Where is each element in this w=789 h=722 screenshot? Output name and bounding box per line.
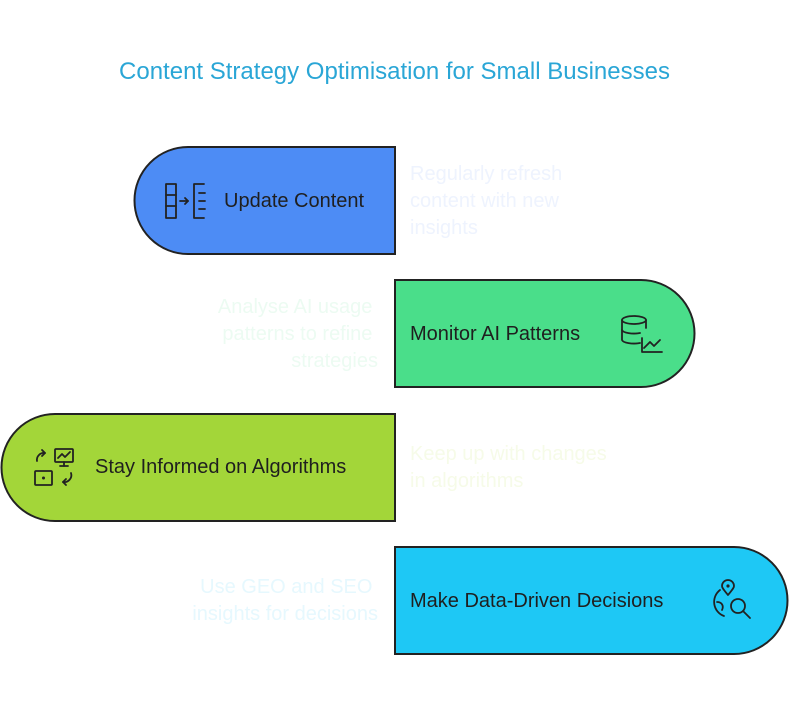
step-update-content-description: Regularly refresh content with new insig… [410, 163, 568, 239]
step-update-content-label: Update Content [224, 190, 365, 212]
step-monitor-ai-patterns-shape [394, 279, 696, 388]
step-update-content-shape [133, 146, 396, 255]
page-title: Content Strategy Optimisation for Small … [119, 58, 670, 85]
step-update-content: Update Content Regularly refresh content… [133, 146, 568, 255]
step-stay-informed-label: Stay Informed on Algorithms [95, 456, 346, 478]
map-search-icon [713, 579, 751, 619]
step-stay-informed: Stay Informed on Algorithms Keep up with… [0, 413, 612, 522]
step-stay-informed-shape [0, 413, 396, 522]
step-monitor-ai-patterns: Monitor AI Patterns Analyse AI usage pat… [218, 279, 696, 388]
step-data-driven-decisions-shape [394, 546, 789, 655]
step-monitor-ai-patterns-label: Monitor AI Patterns [410, 323, 580, 345]
step-data-driven-decisions-label: Make Data-Driven Decisions [410, 590, 663, 612]
column-insert-icon [165, 183, 206, 219]
step-monitor-ai-patterns-description: Analyse AI usage patterns to refine stra… [218, 296, 378, 372]
step-stay-informed-description: Keep up with changes in algorithms [410, 443, 612, 492]
step-data-driven-decisions: Make Data-Driven Decisions Use GEO and S… [192, 546, 789, 655]
step-data-driven-decisions-description: Use GEO and SEO insights for decisions [192, 576, 378, 625]
monitor-sync-icon [34, 448, 74, 486]
database-chart-icon [621, 315, 663, 353]
